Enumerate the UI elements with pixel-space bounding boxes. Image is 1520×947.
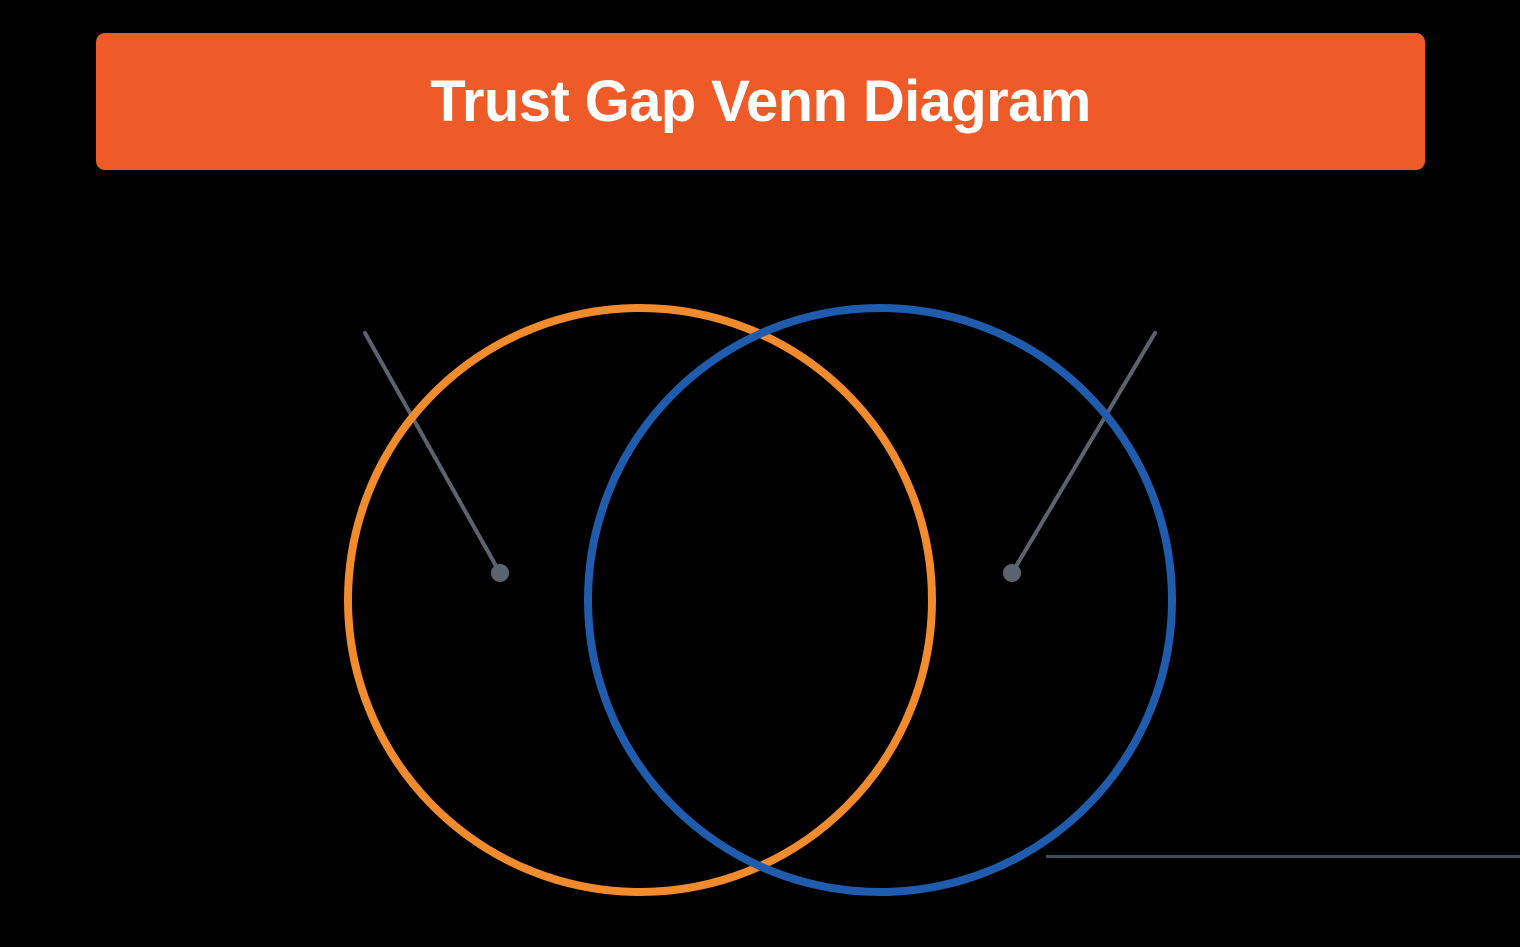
leader-right-line — [1010, 331, 1157, 575]
title-banner: Trust Gap Venn Diagram — [96, 33, 1425, 170]
leader-left-line — [363, 331, 502, 575]
leader-right-dot — [1003, 564, 1021, 582]
leader-line-left — [363, 331, 509, 582]
venn-circle-left[interactable] — [344, 304, 936, 896]
page-title: Trust Gap Venn Diagram — [430, 68, 1091, 134]
leader-left-dot — [491, 564, 509, 582]
leader-line-right — [1003, 331, 1157, 582]
footer-divider — [1046, 855, 1520, 858]
venn-circle-right[interactable] — [584, 304, 1176, 896]
